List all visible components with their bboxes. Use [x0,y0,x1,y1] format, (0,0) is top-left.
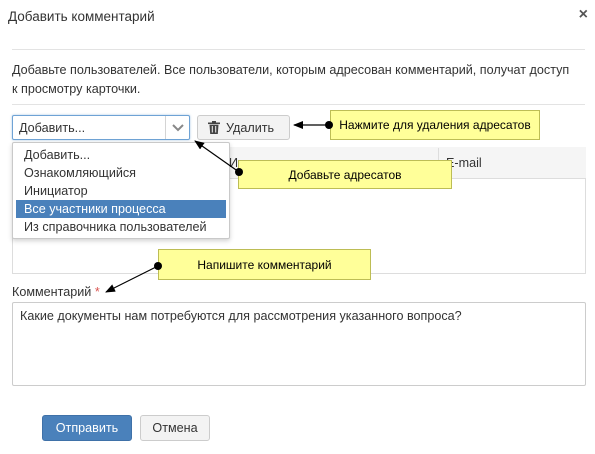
add-recipient-select[interactable]: Добавить... [12,115,190,140]
required-mark: * [94,285,100,299]
chevron-down-icon[interactable] [165,116,189,139]
cancel-button[interactable]: Отмена [140,415,210,441]
description-text: Добавьте пользователей. Все пользователи… [12,63,570,96]
comment-label-text: Комментарий [12,285,92,299]
callout-comment: Напишите комментарий [158,249,371,280]
divider [12,104,585,105]
trash-icon [208,121,220,134]
select-value: Добавить... [19,120,86,135]
callout-delete: Нажмите для удаления адресатов [330,110,540,140]
dropdown-option-reviewer[interactable]: Ознакомляющийся [24,166,137,180]
recipient-dropdown: Добавить... Ознакомляющийся Инициатор Вс… [12,142,230,239]
dropdown-option-add[interactable]: Добавить... [24,148,91,162]
close-icon[interactable]: × [578,6,588,23]
callout-add: Добавьте адресатов [238,160,452,189]
dialog-title: Добавить комментарий [8,9,155,24]
dropdown-option-all-participants[interactable]: Все участники процесса [16,200,226,218]
send-button[interactable]: Отправить [42,415,132,441]
arrow-delete [293,121,333,129]
comment-label: Комментарий * [12,285,100,299]
comment-textarea[interactable]: Какие документы нам потребуются для расс… [12,302,586,386]
dropdown-option-initiator[interactable]: Инициатор [24,184,88,198]
column-header-email[interactable]: E-mail [446,156,482,170]
delete-recipient-button[interactable]: Удалить [197,115,290,140]
dropdown-option-user-directory[interactable]: Из справочника пользователей [24,220,207,234]
divider [12,49,585,50]
delete-button-label: Удалить [226,120,275,135]
